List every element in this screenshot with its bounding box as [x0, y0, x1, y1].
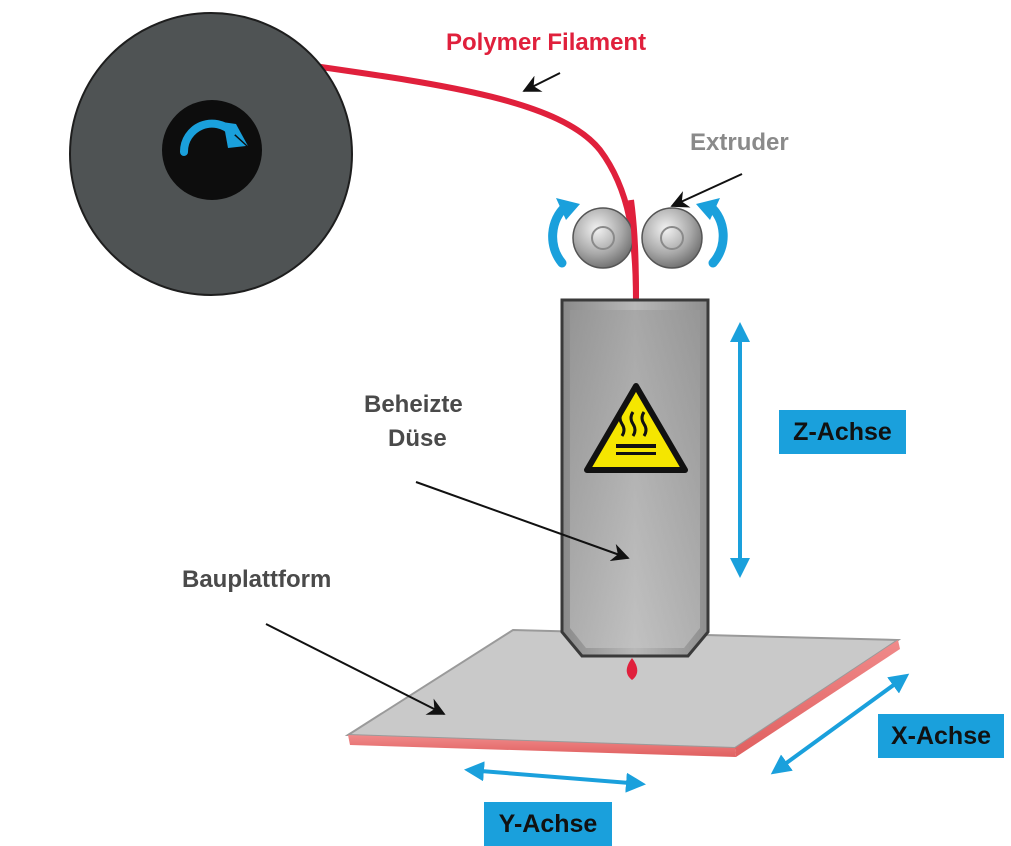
hot-surface-warning-icon [584, 383, 688, 473]
filament-label: Polymer Filament [446, 29, 647, 56]
heated-nozzle [560, 298, 710, 680]
spool-rotation-arrow-icon [179, 119, 248, 156]
platform-label: Bauplattform [182, 566, 332, 593]
filament-spool [69, 12, 353, 296]
left-roller-rotation-arrow-icon [548, 198, 580, 268]
filament-strand [297, 61, 639, 303]
y-axis-arrow [464, 761, 646, 793]
left-roller [572, 207, 634, 269]
extruder-rollers [548, 198, 728, 301]
z-axis-label: Z-Achse [779, 410, 906, 454]
extruder-label: Extruder [690, 129, 789, 156]
nozzle-leader-arrow [415, 481, 630, 562]
nozzle-label-line2: Düse [388, 425, 447, 452]
molten-droplet [626, 658, 638, 680]
filament-leader-arrow [522, 72, 561, 92]
extruder-leader-arrow [670, 173, 743, 208]
right-roller [641, 207, 703, 269]
platform-leader-arrow [265, 623, 446, 715]
y-axis-label: Y-Achse [484, 802, 612, 846]
right-roller-rotation-arrow-icon [696, 198, 728, 268]
nozzle-label-line1: Beheizte [364, 391, 463, 418]
x-axis-arrow [770, 673, 910, 775]
x-axis-label: X-Achse [878, 714, 1004, 758]
spool-hub [162, 100, 262, 200]
